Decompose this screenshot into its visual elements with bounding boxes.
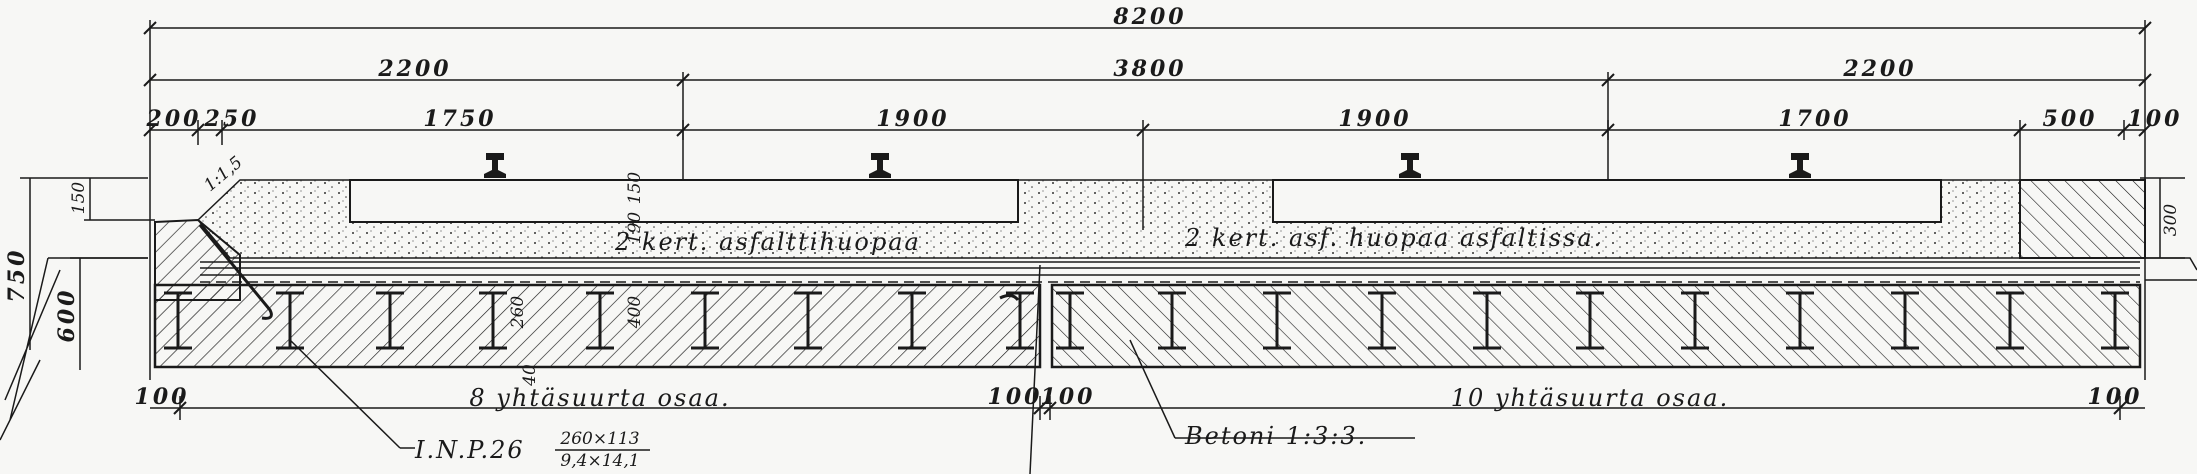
i-beam: [1158, 291, 1186, 350]
deck-slab-left: [153, 283, 1042, 369]
dim-inner-260: 260: [508, 296, 528, 330]
i-beam: [1786, 291, 1814, 350]
rebar-hook-mid: [999, 293, 1020, 301]
dim-right-span: 2200: [1842, 56, 1916, 82]
dim-middle-span: 3800: [1113, 56, 1186, 82]
dim-inner-150: 150: [625, 172, 645, 205]
i-beam: [376, 291, 404, 350]
dimension-ticks: [143, 21, 2152, 415]
i-beam: [586, 291, 614, 350]
dim-right-edge-a: 500: [2043, 106, 2098, 132]
i-beam: [1996, 291, 2024, 350]
dim-inner-190: 190: [625, 212, 645, 245]
i-beam: [1263, 291, 1291, 350]
label-beam-den: 9,4×14,1: [560, 451, 639, 471]
dim-bottom-right-100: 100: [2088, 384, 2143, 410]
dim-left-edge-a: 200: [146, 106, 202, 132]
dim-right-edge-b: 100: [2128, 106, 2183, 132]
i-beam: [1681, 291, 1709, 350]
dim-bottom-mid-100a: 100: [988, 384, 1043, 410]
rail-icon: [1789, 153, 1811, 178]
label-concrete: Betoni 1:3:3.: [1184, 422, 1367, 450]
i-beam: [691, 291, 719, 350]
label-left-parts: 8 yhtäsuurta osaa.: [469, 384, 730, 412]
dim-left-top: 150: [69, 182, 89, 215]
label-waterproof-left: 2 kert. asfalttihuopaa: [614, 228, 921, 256]
dim-seg-3: 1900: [1338, 106, 1411, 132]
dim-seg-1: 1750: [423, 106, 496, 132]
dim-inner-40: 40: [520, 364, 540, 387]
dim-right-side: 300: [2161, 204, 2181, 237]
dim-overall: 8200: [1112, 4, 1186, 30]
i-beams-left: [164, 291, 1034, 350]
i-beam: [2101, 291, 2129, 350]
rail-icon: [1399, 153, 1421, 178]
rebar-hook-left: [198, 224, 273, 320]
left-abutment: [0, 257, 148, 441]
dim-height-total: 750: [4, 248, 30, 303]
deck-slab-right: [1050, 283, 2142, 369]
dim-bottom-left-100: 100: [135, 384, 190, 410]
label-beam-num: 260×113: [559, 429, 639, 449]
i-beam: [1368, 291, 1396, 350]
label-waterproof-right: 2 kert. asf. huopaa asfaltissa.: [1184, 224, 1603, 252]
i-beam: [1473, 291, 1501, 350]
i-beam: [1006, 291, 1034, 350]
i-beams-right: [1056, 291, 2129, 350]
dim-bottom-mid-100b: 100: [1041, 384, 1096, 410]
label-right-parts: 10 yhtäsuurta osaa.: [1451, 384, 1729, 412]
rail-profiles: [484, 153, 1811, 178]
i-beam: [794, 291, 822, 350]
dim-left-span: 2200: [377, 56, 451, 82]
waterproofing-layers: [200, 261, 2140, 283]
dim-height-deck: 600: [54, 288, 80, 343]
i-beam: [479, 291, 507, 350]
rail-icon: [869, 153, 891, 178]
dim-inner-400: 400: [625, 296, 645, 330]
leader-lines: [289, 264, 1415, 474]
dim-seg-4: 1700: [1778, 106, 1851, 132]
dim-left-edge-b: 250: [204, 106, 260, 132]
i-beam: [1891, 291, 1919, 350]
i-beam: [898, 291, 926, 350]
dim-seg-2: 1900: [876, 106, 949, 132]
label-beam-name: I.N.P.26: [414, 436, 525, 464]
beam-spec: I.N.P.26 260×113 9,4×14,1: [414, 429, 650, 471]
right-abutment: [2145, 257, 2197, 281]
i-beam: [1576, 291, 1604, 350]
i-beam: [164, 291, 192, 350]
ballast-recess-left: [349, 179, 1019, 223]
right-curb: [2019, 179, 2146, 259]
rail-icon: [484, 153, 506, 178]
i-beam: [1056, 291, 1084, 350]
ballast-recess-right: [1272, 179, 1942, 223]
i-beam: [276, 291, 304, 350]
